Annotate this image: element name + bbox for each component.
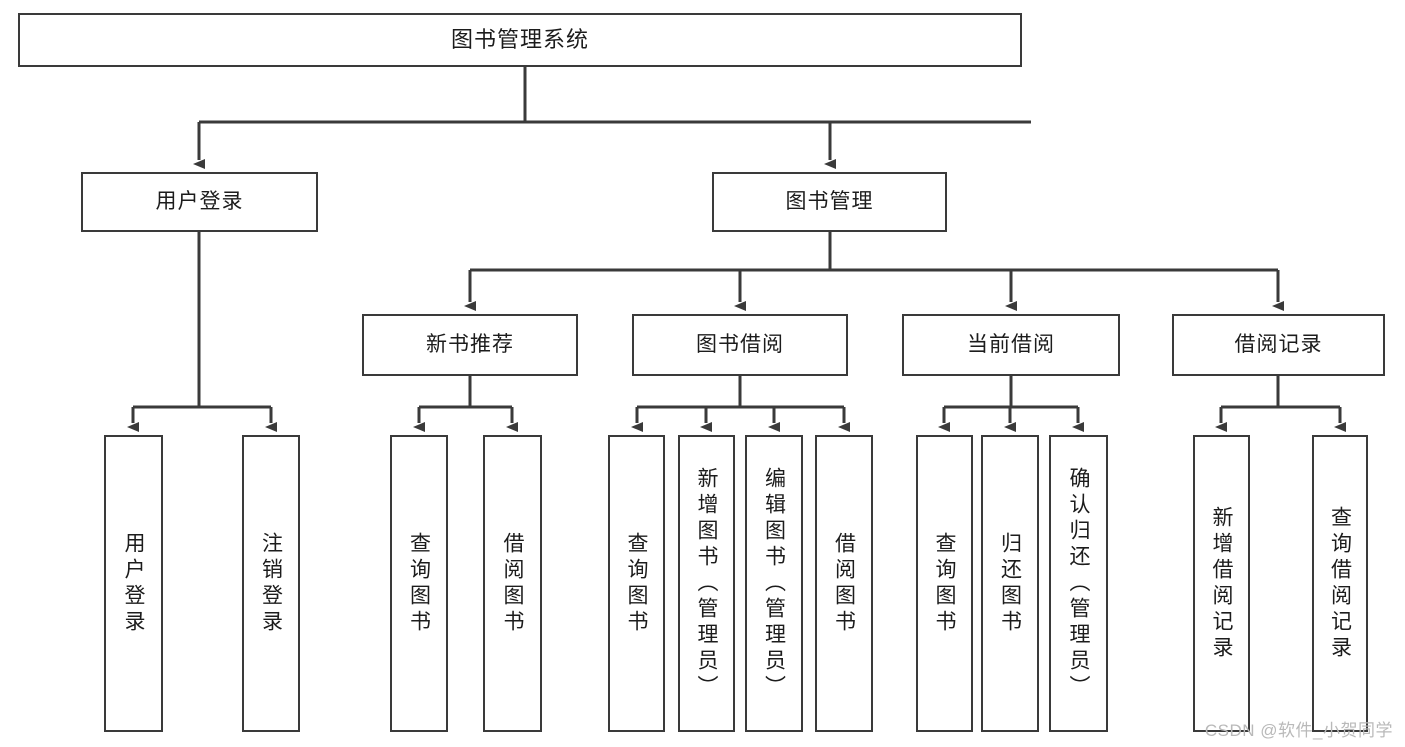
node-leaf-confirm-return[interactable]: 确认归还（管理员） (1049, 435, 1108, 732)
node-leaf-query-book-1-label: 查询图书 (407, 531, 431, 636)
node-root-label: 图书管理系统 (450, 27, 589, 53)
node-leaf-return-book-label: 归还图书 (998, 531, 1022, 636)
node-leaf-query-book-2-label: 查询图书 (625, 531, 649, 636)
node-new-book-rec-label: 新书推荐 (426, 332, 514, 356)
node-current-borrow-label: 当前借阅 (967, 332, 1055, 356)
node-leaf-query-book-2[interactable]: 查询图书 (608, 435, 665, 732)
node-book-manage[interactable]: 图书管理 (712, 172, 947, 232)
node-leaf-query-book-1[interactable]: 查询图书 (390, 435, 448, 732)
node-leaf-user-login-label: 用户登录 (122, 531, 146, 636)
node-book-borrow-label: 图书借阅 (696, 332, 784, 356)
node-leaf-query-book-3[interactable]: 查询图书 (916, 435, 973, 732)
node-leaf-borrow-book-1[interactable]: 借阅图书 (483, 435, 542, 732)
node-leaf-query-record[interactable]: 查询借阅记录 (1312, 435, 1368, 732)
node-current-borrow[interactable]: 当前借阅 (902, 314, 1120, 376)
node-book-borrow[interactable]: 图书借阅 (632, 314, 848, 376)
node-book-manage-label: 图书管理 (785, 189, 874, 213)
node-user-login[interactable]: 用户登录 (81, 172, 318, 232)
node-leaf-borrow-book-1-label: 借阅图书 (501, 531, 525, 636)
watermark: CSDN @软件_小贺同学 (1204, 721, 1393, 740)
node-leaf-logout-label: 注销登录 (259, 531, 283, 636)
node-leaf-borrow-book-2[interactable]: 借阅图书 (815, 435, 873, 732)
node-borrow-record[interactable]: 借阅记录 (1172, 314, 1385, 376)
node-leaf-query-record-label: 查询借阅记录 (1328, 505, 1352, 662)
node-leaf-logout[interactable]: 注销登录 (242, 435, 300, 732)
node-borrow-record-label: 借阅记录 (1234, 332, 1323, 356)
node-leaf-add-record-label: 新增借阅记录 (1210, 505, 1234, 662)
node-leaf-add-record[interactable]: 新增借阅记录 (1193, 435, 1250, 732)
node-root[interactable]: 图书管理系统 (18, 13, 1022, 67)
node-leaf-borrow-book-2-label: 借阅图书 (832, 531, 856, 636)
node-new-book-rec[interactable]: 新书推荐 (362, 314, 578, 376)
node-leaf-return-book[interactable]: 归还图书 (981, 435, 1039, 732)
node-user-login-label: 用户登录 (155, 189, 244, 213)
node-leaf-confirm-return-label: 确认归还（管理员） (1067, 466, 1091, 701)
node-leaf-edit-book[interactable]: 编辑图书（管理员） (745, 435, 803, 732)
node-leaf-query-book-3-label: 查询图书 (933, 531, 957, 636)
node-leaf-add-book[interactable]: 新增图书（管理员） (678, 435, 735, 732)
node-leaf-edit-book-label: 编辑图书（管理员） (762, 466, 786, 701)
node-leaf-user-login[interactable]: 用户登录 (104, 435, 163, 732)
node-leaf-add-book-label: 新增图书（管理员） (695, 466, 719, 701)
